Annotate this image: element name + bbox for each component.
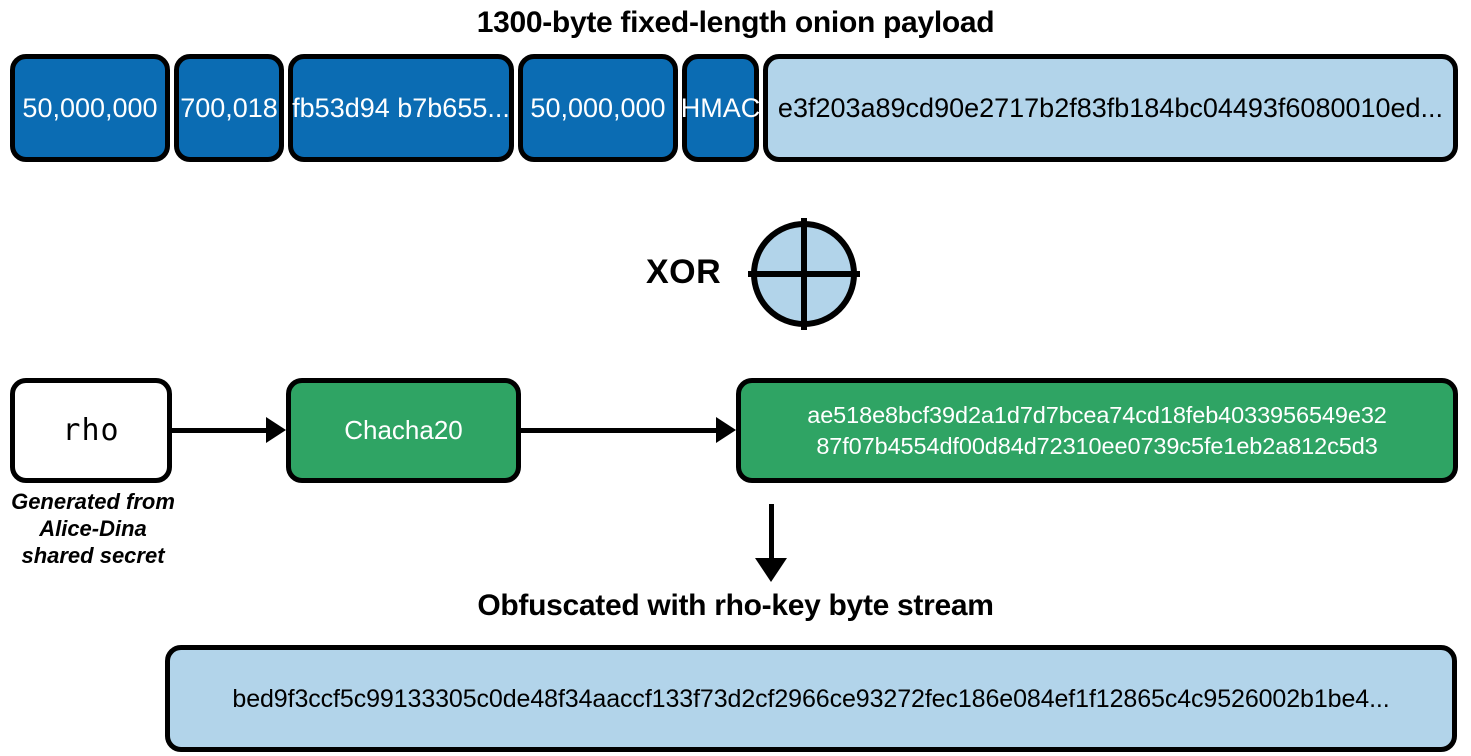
rho-key-box: rho (10, 378, 172, 483)
payload-cell-cltv: 700,018 (174, 54, 284, 162)
rho-caption-line-2: Alice-Dina (39, 516, 147, 542)
keystream-line-1: ae518e8bcf39d2a1d7d7bcea74cd18feb4033956… (807, 401, 1387, 428)
rho-caption-line-1: Generated from (11, 489, 175, 514)
xor-label: XOR (646, 253, 722, 291)
rho-caption-line-3: shared secret (21, 543, 165, 569)
payload-cell-hash: fb53d94 b7b655... (288, 54, 514, 162)
payload-cell-hmac: HMAC (681, 54, 760, 162)
xor-circle-icon (748, 218, 860, 330)
rho-caption: Generated from Alice-Dina shared secret (0, 488, 186, 569)
chacha20-box: Chacha20 (286, 378, 521, 483)
keystream-line-2: 87f07b4554df00d84d72310ee0739c5fe1eb2a81… (816, 432, 1378, 459)
page-title: 1300-byte fixed-length onion payload (476, 6, 995, 39)
payload-cell-filler: e3f203a89cd90e2717b2f83fb184bc04493f6080… (763, 54, 1458, 162)
obfuscated-output-box: bed9f3ccf5c99133305c0de48f34aaccf133f73d… (165, 645, 1457, 752)
payload-cell-amount-2: 50,000,000 (518, 54, 678, 162)
payload-cell-amount-1: 50,000,000 (10, 54, 170, 162)
rho-keystream-box: ae518e8bcf39d2a1d7d7bcea74cd18feb4033956… (736, 378, 1458, 483)
output-title: Obfuscated with rho-key byte stream (477, 589, 994, 622)
